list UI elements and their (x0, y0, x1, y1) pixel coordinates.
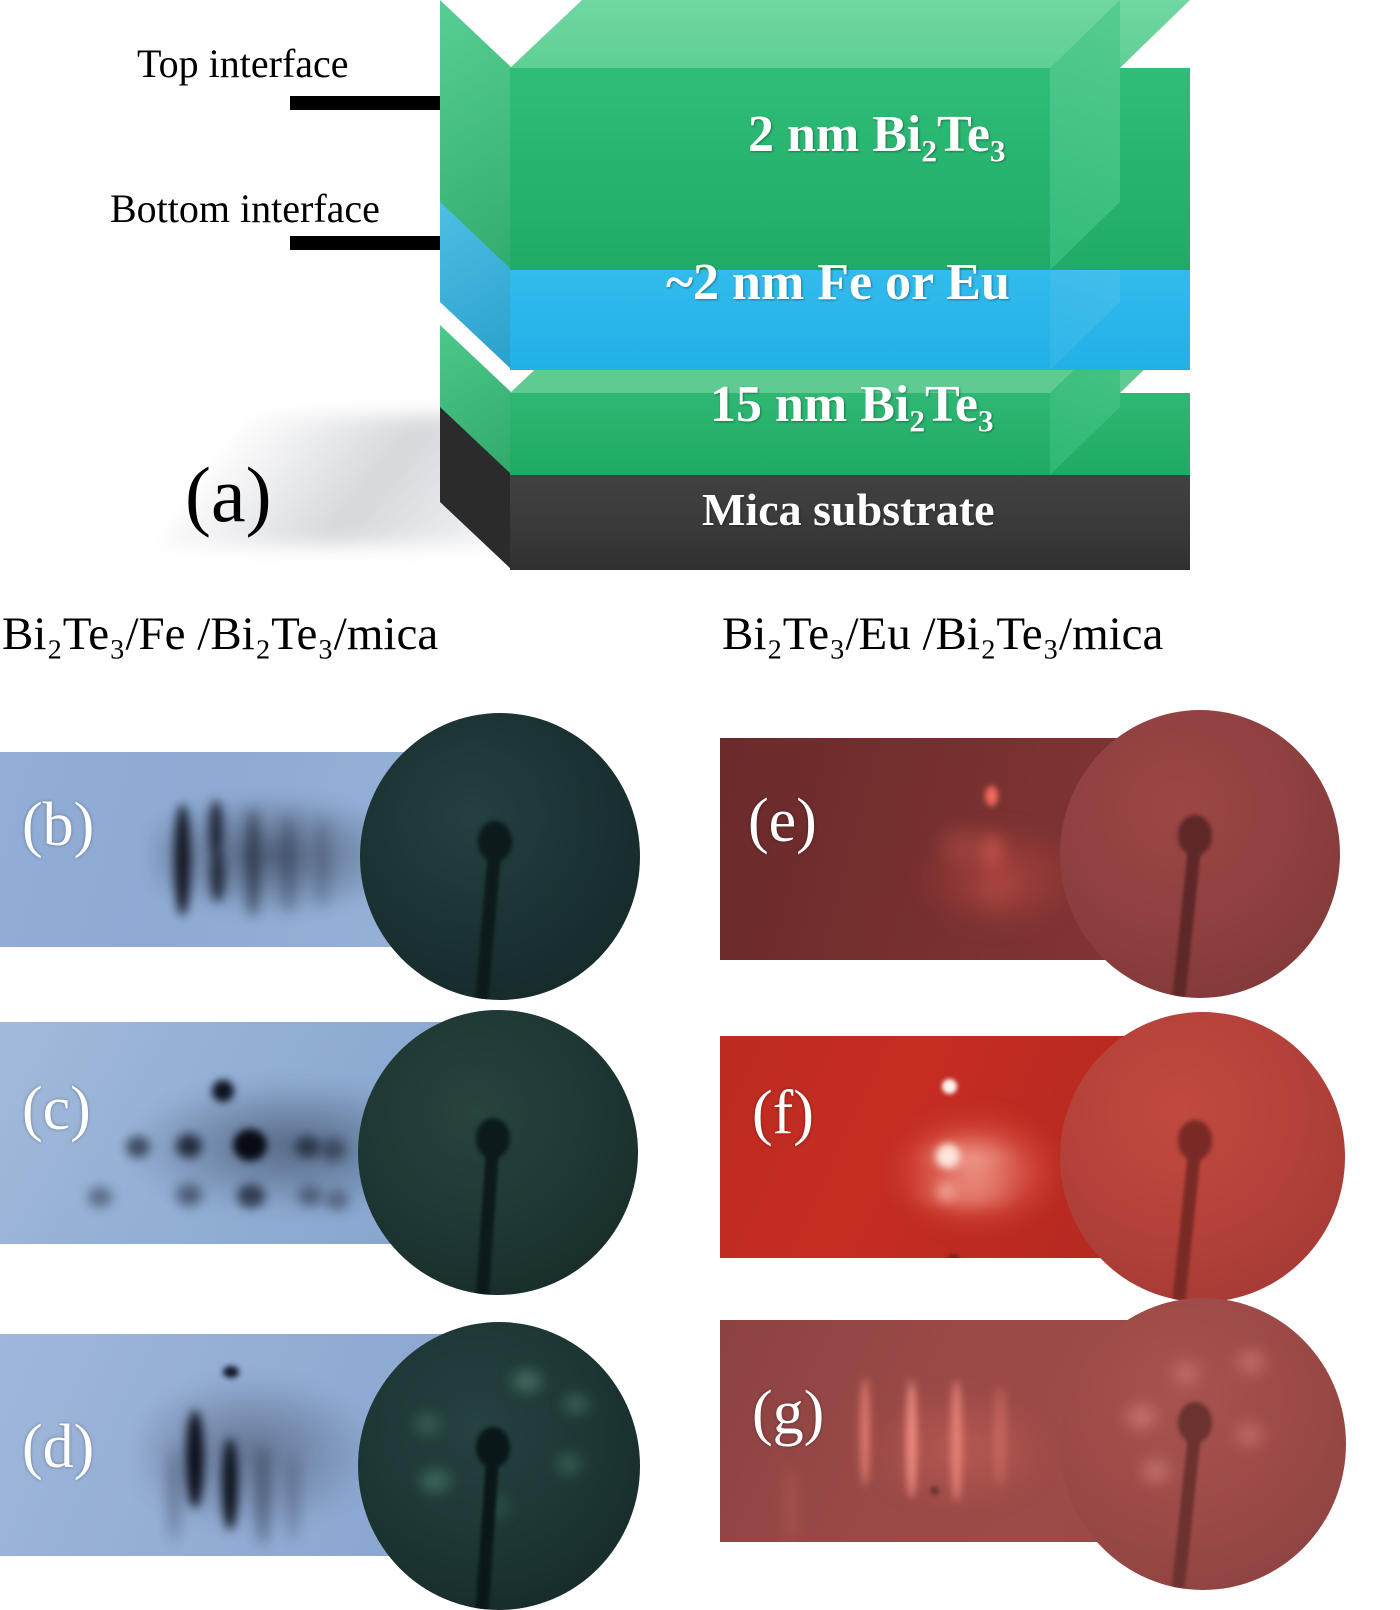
panel-g-diffraction-spot (1238, 1351, 1264, 1373)
panel-c-spot (126, 1136, 150, 1158)
panel-c-spot (325, 1190, 349, 1210)
panel-d-beam-stop-stem (475, 1459, 499, 1610)
panel-c-tag: (c) (22, 1075, 91, 1143)
panel-g-streak (906, 1380, 917, 1498)
panel-a-tag: (a) (185, 451, 272, 538)
panel-g-diffraction-spot (1236, 1424, 1262, 1446)
panel-g-diffraction-spot (1127, 1406, 1155, 1428)
panel-b-streak (174, 804, 191, 916)
panel-d-tag: (d) (22, 1413, 95, 1481)
bottom-interface-label: Bottom interface (110, 186, 380, 231)
panel-f-kikuchi-arc (906, 1132, 1024, 1166)
heading-fe-stack: Bi₂Te₃/Fe /Bi₂Te₃/mica (2, 608, 439, 660)
panel-d-streak (222, 1438, 238, 1530)
panel-g-diffraction-spot (1300, 1316, 1324, 1334)
panel-f-dark-dot (948, 1254, 959, 1258)
top-bi2te3-left-chamfer (440, 0, 512, 270)
panel-b-rheed: (b) (0, 713, 640, 1000)
layer-stack-block: 2 nm Bi₂Te₃ ~2 nm Fe or Eu 15 nm Bi₂Te₃ … (440, 0, 1190, 570)
panel-g-streak (860, 1378, 870, 1486)
panel-d-diffraction-spot (420, 1470, 450, 1492)
mica-substrate-label: Mica substrate (702, 484, 995, 535)
panel-d-top-spot (223, 1366, 239, 1378)
panel-c-beam-stop-stem (475, 1149, 499, 1295)
heading-eu-stack: Bi₂Te₃/Eu /Bi₂Te₃/mica (722, 608, 1164, 660)
magnetic-layer-label: ~2 nm Fe or Eu (666, 254, 1010, 311)
panel-e-beam-stop-stem (1172, 847, 1201, 998)
panel-b-rheed-screen (360, 713, 640, 1000)
panel-g-tag: (g) (752, 1379, 825, 1447)
panel-g-streak (786, 1466, 795, 1542)
panel-c-spot (233, 1129, 267, 1161)
panel-e-tag: (e) (748, 787, 817, 855)
panel-d-diffraction-spot (512, 1370, 542, 1392)
panel-b-beam-stop-stem (475, 852, 501, 1000)
panel-c-rheed-screen (358, 1010, 638, 1295)
panel-g-rheed-screen (1060, 1298, 1346, 1590)
panel-d-diffraction-spot (563, 1394, 589, 1414)
panel-b-streak (210, 850, 225, 902)
panel-c-spot (176, 1134, 202, 1158)
panel-f-beam-stop-stem (1172, 1151, 1201, 1302)
panel-e-bright-spot (985, 786, 998, 806)
panel-g-diffraction-spot (1173, 1362, 1199, 1384)
panel-f-kikuchi-arc (900, 1170, 1030, 1206)
top-bi2te3-label: 2 nm Bi₂Te₃ (748, 106, 1006, 163)
panel-c-spot (88, 1187, 112, 1207)
panel-b-streak (247, 808, 259, 918)
panel-b-streak (283, 814, 294, 914)
panel-d-streak (169, 1446, 179, 1542)
panel-f-rheed-screen (1060, 1012, 1345, 1302)
panel-g-dark-dot (930, 1486, 939, 1495)
panel-g-streak (951, 1380, 962, 1502)
panel-d-diffraction-spot (556, 1454, 582, 1474)
panel-f-rheed: (f) (720, 1012, 1345, 1302)
panel-e-diffuse-spot (982, 834, 1002, 868)
panel-a-schematic: Top interface Bottom interface (0, 0, 1400, 595)
top-interface-label: Top interface (137, 41, 349, 86)
panel-e-rheed: (e) (720, 710, 1340, 998)
panel-f-faint-spot (938, 1184, 954, 1200)
panel-b-streak (209, 800, 223, 858)
substrate-front-face (510, 473, 1190, 570)
panel-c-spot (320, 1138, 346, 1161)
panel-f-specular-spot (942, 1079, 957, 1094)
panel-c-spot (176, 1184, 202, 1206)
panel-e-diffuse-spot (942, 830, 982, 860)
panel-c-rheed: (c) (0, 1010, 638, 1295)
panel-c-spot (212, 1080, 234, 1102)
panel-g-streak (995, 1386, 1005, 1486)
panel-d-rheed: (d) (0, 1322, 640, 1610)
panel-g-rheed: (g) (720, 1298, 1346, 1590)
panel-b-tag: (b) (22, 791, 95, 859)
panel-d-rheed-screen (358, 1322, 640, 1610)
panel-e-rheed-screen (1060, 710, 1340, 998)
panel-d-streak (186, 1410, 204, 1508)
panel-g-beam-stop-stem (1171, 1433, 1201, 1589)
bottom-bi2te3-label: 15 nm Bi₂Te₃ (710, 376, 994, 433)
layer-top-bi2te3 (440, 0, 1190, 270)
panel-f-bright-spot (936, 1144, 960, 1168)
panel-g-diffraction-spot (1142, 1460, 1170, 1482)
panel-b-streak (318, 818, 328, 910)
panel-f-tag: (f) (752, 1079, 814, 1147)
panel-d-diffraction-spot (414, 1414, 440, 1434)
panel-e-diffuse-spot (978, 876, 1014, 904)
panel-c-spot (298, 1186, 322, 1206)
panel-d-streak (288, 1454, 298, 1540)
panel-c-spot (237, 1184, 265, 1208)
panel-c-spot (295, 1136, 320, 1158)
panel-d-streak (257, 1446, 269, 1546)
